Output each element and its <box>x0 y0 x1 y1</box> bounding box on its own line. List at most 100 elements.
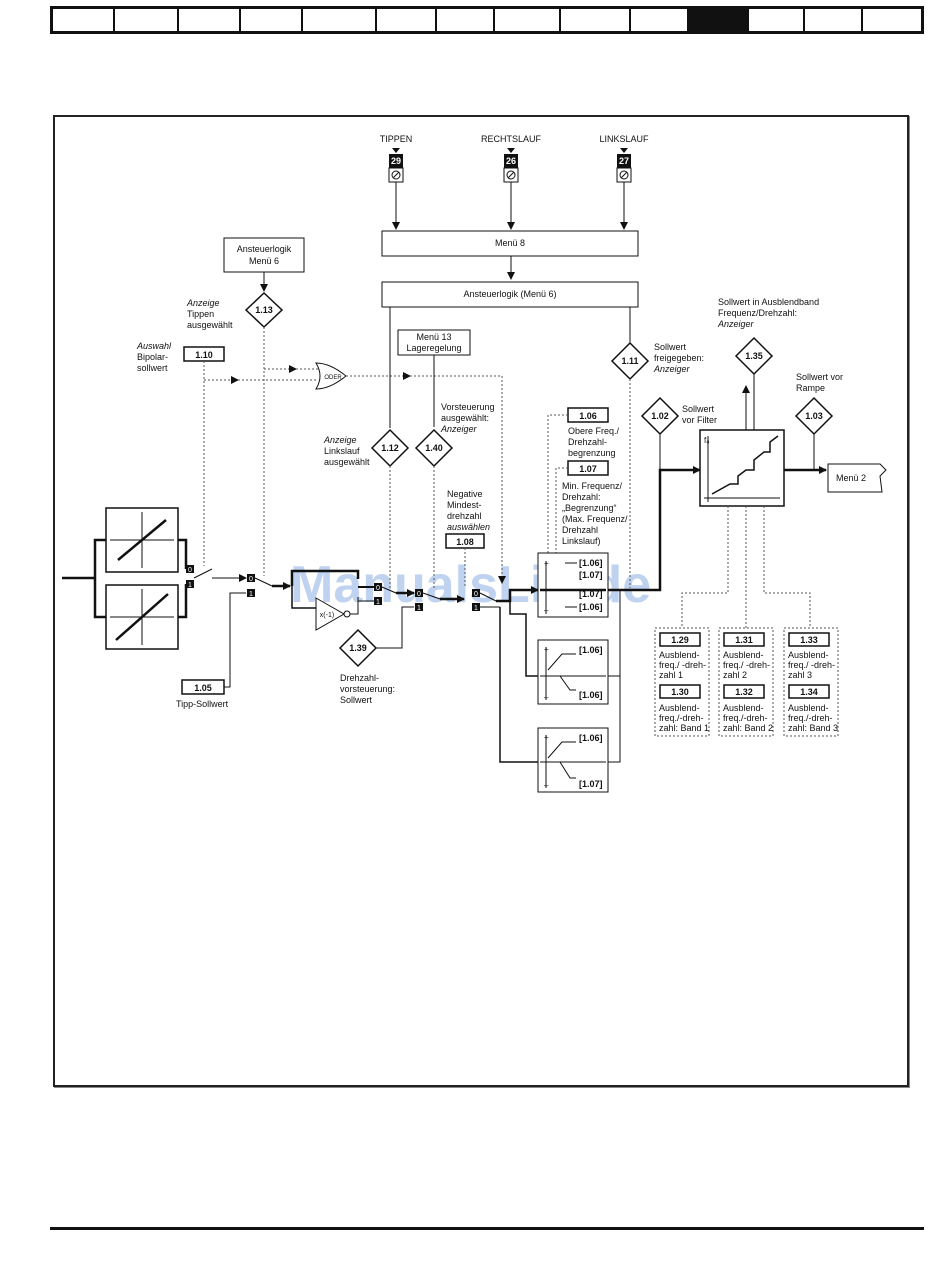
svg-text:1.34: 1.34 <box>800 687 818 697</box>
skip-frequency-block: f₀ <box>699 429 785 507</box>
chapter-tab-3[interactable] <box>179 9 241 31</box>
svg-text:Sollwert: Sollwert <box>682 404 715 414</box>
svg-text:freq./ -dreh-: freq./ -dreh- <box>659 660 706 670</box>
menu2-block <box>827 463 887 493</box>
skip-band-2-group: 1.31 Ausblend- freq./ -dreh- zahl 2 1.32… <box>718 627 774 737</box>
svg-text:Lageregelung: Lageregelung <box>406 343 461 353</box>
svg-text:Drehzahl-: Drehzahl- <box>568 437 607 447</box>
chapter-tab-1[interactable] <box>53 9 115 31</box>
chapter-tab-6[interactable] <box>377 9 437 31</box>
svg-text:Drehzahl-: Drehzahl- <box>340 673 379 683</box>
svg-text:[1.06]: [1.06] <box>579 690 603 700</box>
page-tab-bar <box>50 6 924 34</box>
svg-text:Anzeiger: Anzeiger <box>440 424 478 434</box>
svg-text:1.05: 1.05 <box>194 683 212 693</box>
svg-text:Ausblend-: Ausblend- <box>659 650 700 660</box>
ansteuerlogik-menu6-box <box>223 237 305 273</box>
svg-text:Tippen: Tippen <box>187 309 214 319</box>
svg-text:Mindest-: Mindest- <box>447 500 482 510</box>
svg-text:begrenzung: begrenzung <box>568 448 616 458</box>
chapter-tab-12[interactable] <box>749 9 805 31</box>
chapter-tab-8[interactable] <box>495 9 561 31</box>
svg-text:Ausblend-: Ausblend- <box>723 703 764 713</box>
svg-text:[1.06]: [1.06] <box>579 645 603 655</box>
chapter-tab-4[interactable] <box>241 9 303 31</box>
svg-text:1: 1 <box>249 591 253 598</box>
svg-text:1.40: 1.40 <box>425 443 443 453</box>
svg-text:(Max. Frequenz/: (Max. Frequenz/ <box>562 514 628 524</box>
svg-text:1.11: 1.11 <box>621 356 638 366</box>
svg-text:zahl 1: zahl 1 <box>659 670 683 680</box>
limiter-block-3: + – [1.06] [1.07] <box>537 727 609 793</box>
svg-text:1.29: 1.29 <box>671 635 689 645</box>
svg-text:Anzeige: Anzeige <box>186 298 220 308</box>
input-tippen: TIPPEN 29 <box>380 134 412 230</box>
svg-text:0: 0 <box>376 585 380 592</box>
svg-text:freq./-dreh-: freq./-dreh- <box>788 713 833 723</box>
svg-text:Linkslauf): Linkslauf) <box>562 536 601 546</box>
svg-text:1.10: 1.10 <box>195 350 213 360</box>
svg-text:1.02: 1.02 <box>651 411 669 421</box>
svg-text:auswählen: auswählen <box>447 522 490 532</box>
svg-text:sollwert: sollwert <box>137 363 168 373</box>
chapter-tab-5[interactable] <box>303 9 377 31</box>
chapter-tab-7[interactable] <box>437 9 495 31</box>
svg-text:Drehzahl: Drehzahl <box>562 525 598 535</box>
svg-text:Anzeige: Anzeige <box>323 435 357 445</box>
svg-text:1.07: 1.07 <box>579 464 597 474</box>
svg-text:[1.06]: [1.06] <box>579 558 603 568</box>
svg-text:1.30: 1.30 <box>671 687 689 697</box>
svg-text:Vorsteuerung: Vorsteuerung <box>441 402 495 412</box>
terminal-number: 27 <box>619 156 629 166</box>
svg-text:1.33: 1.33 <box>800 635 818 645</box>
chapter-tab-10[interactable] <box>631 9 689 31</box>
terminal-number: 26 <box>506 156 516 166</box>
svg-text:zahl 2: zahl 2 <box>723 670 747 680</box>
limiter-block-1: + – [1.06] [1.07] [1.07] [1.06] <box>537 552 609 618</box>
svg-text:Menü 13: Menü 13 <box>416 332 451 342</box>
svg-text:Anzeiger: Anzeiger <box>653 364 691 374</box>
param-1-39-diamond: 1.39 <box>338 628 378 668</box>
param-1-02-diamond: 1.02 <box>640 396 680 436</box>
chapter-tab-2[interactable] <box>115 9 179 31</box>
svg-text:1.13: 1.13 <box>255 305 273 315</box>
svg-text:Rampe: Rampe <box>796 383 825 393</box>
svg-text:Sollwert: Sollwert <box>340 695 373 705</box>
svg-text:0: 0 <box>249 576 253 583</box>
diagram-frame <box>53 115 909 1087</box>
svg-text:1.08: 1.08 <box>456 537 474 547</box>
skip-band-1-group: 1.29 Ausblend- freq./ -dreh- zahl 1 1.30… <box>654 627 710 737</box>
svg-text:Sollwert: Sollwert <box>654 342 687 352</box>
svg-text:ausgewählt:: ausgewählt: <box>441 413 489 423</box>
svg-text:1.06: 1.06 <box>579 411 597 421</box>
chapter-tab-13[interactable] <box>805 9 863 31</box>
svg-text:Ausblend-: Ausblend- <box>788 703 829 713</box>
svg-text:Negative: Negative <box>447 489 483 499</box>
skip-band-3-group: 1.33 Ausblend- freq./ -dreh- zahl 3 1.34… <box>783 627 839 737</box>
input-linkslauf: LINKSLAUF 27 <box>599 134 649 230</box>
param-1-12-diamond: 1.12 <box>370 428 410 468</box>
svg-text:Linkslauf: Linkslauf <box>324 446 360 456</box>
svg-text:[1.07]: [1.07] <box>579 589 603 599</box>
svg-text:Obere Freq./: Obere Freq./ <box>568 426 620 436</box>
svg-text:1.31: 1.31 <box>735 635 753 645</box>
svg-text:1.03: 1.03 <box>805 411 823 421</box>
svg-text:1.12: 1.12 <box>381 443 399 453</box>
terminal-number: 29 <box>391 156 401 166</box>
svg-text:Sollwert in Ausblendband: Sollwert in Ausblendband <box>718 297 819 307</box>
footer-rule <box>50 1227 924 1230</box>
svg-text:zahl: Band 1: zahl: Band 1 <box>659 723 709 733</box>
bipolar-block <box>105 584 179 650</box>
oder-gate <box>315 362 347 390</box>
svg-text:Sollwert vor: Sollwert vor <box>796 372 843 382</box>
chapter-tab-9[interactable] <box>561 9 631 31</box>
chapter-tab-11[interactable] <box>689 9 749 31</box>
svg-text:freq./-dreh-: freq./-dreh- <box>659 713 704 723</box>
svg-text:„Begrenzung“: „Begrenzung“ <box>562 503 617 513</box>
svg-text:1.39: 1.39 <box>349 643 367 653</box>
svg-text:x(-1): x(-1) <box>320 612 334 619</box>
svg-text:Anzeiger: Anzeiger <box>717 319 755 329</box>
svg-text:freq./-dreh-: freq./-dreh- <box>723 713 768 723</box>
svg-text:Bipolar-: Bipolar- <box>137 352 168 362</box>
